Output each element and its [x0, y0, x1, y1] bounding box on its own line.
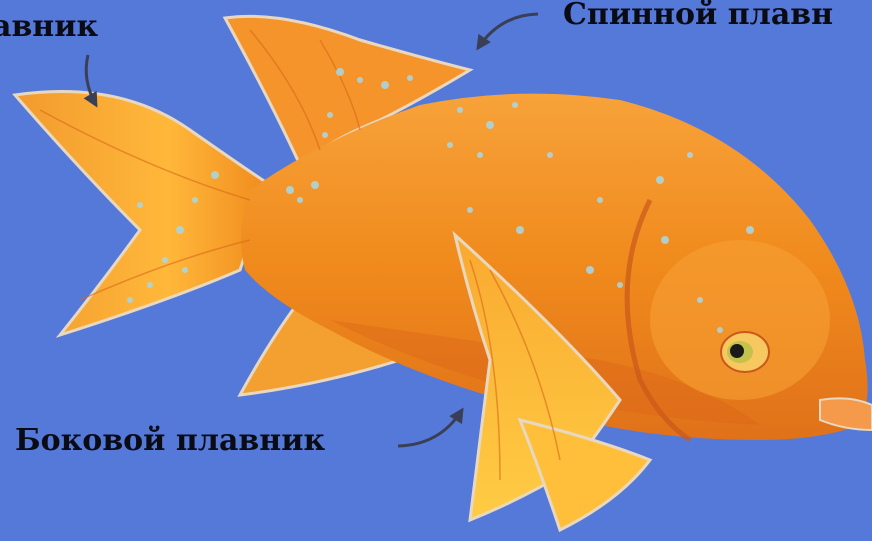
dorsal-fin-arrow — [478, 14, 538, 48]
pectoral-fin-arrow — [398, 410, 462, 446]
tail-fin-arrow — [86, 55, 96, 105]
pectoral-fin-label: Боковой плавник — [15, 426, 325, 456]
tail-fin-label: авник — [0, 12, 98, 42]
dorsal-fin-label: Спинной плавн — [563, 0, 833, 30]
